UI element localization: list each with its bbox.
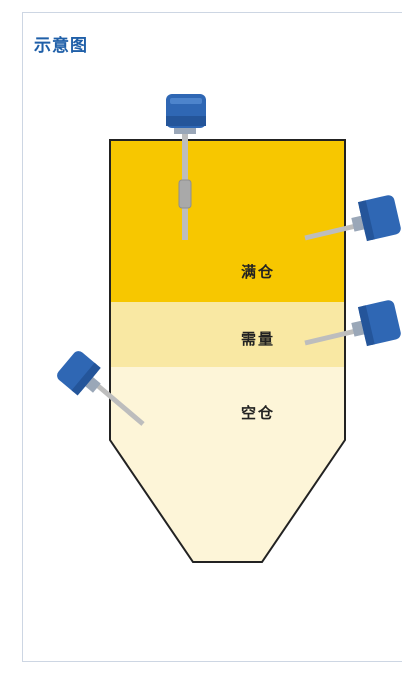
zone-label-empty: 空仓 bbox=[241, 404, 276, 422]
diagram-title: 示意图 bbox=[34, 36, 88, 56]
demand-level-sensor bbox=[304, 300, 401, 347]
silo-outline bbox=[109, 139, 346, 563]
empty-level-sensor bbox=[57, 351, 145, 426]
diagram-panel bbox=[22, 12, 402, 662]
zone-demand bbox=[110, 302, 345, 367]
full-level-sensor bbox=[304, 195, 401, 242]
zone-full bbox=[110, 140, 345, 302]
top-level-sensor bbox=[166, 94, 206, 240]
zone-label-demand: 需量 bbox=[241, 330, 276, 348]
zone-empty bbox=[110, 367, 345, 562]
zone-label-full: 满仓 bbox=[241, 263, 276, 281]
